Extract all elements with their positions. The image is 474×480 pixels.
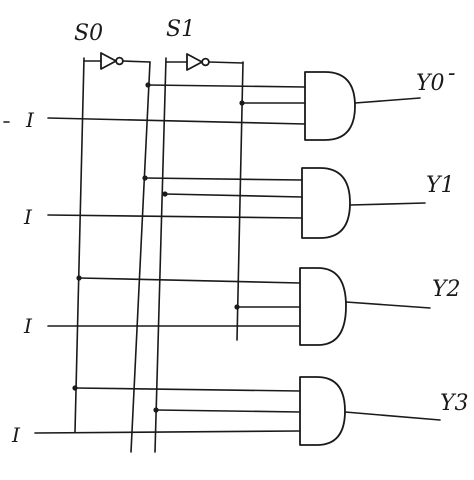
s0-line <box>74 57 85 433</box>
input-label-0: I <box>25 108 35 132</box>
output-label-0-mark: - <box>448 61 455 86</box>
s0-inverter <box>83 52 151 70</box>
and-gate-1 <box>47 167 426 239</box>
s1-bar-line <box>236 61 244 341</box>
output-label-3: Y3 <box>440 391 469 416</box>
output-label-2: Y2 <box>432 277 461 302</box>
output-label-0: Y0 <box>416 71 445 96</box>
and-gate-0 <box>47 71 421 141</box>
input-label-2: I <box>23 314 33 338</box>
and-gate-3 <box>34 376 441 446</box>
output-label-1: Y1 <box>426 173 455 198</box>
s1-line <box>154 57 167 453</box>
s1-label: S1 <box>166 17 195 42</box>
s0-label: S0 <box>74 21 103 46</box>
s1-inverter <box>165 53 244 71</box>
and-gate-2 <box>47 267 431 346</box>
input-label-1: I <box>23 205 33 229</box>
s0-bar-line <box>130 61 151 453</box>
input-label-3: I <box>11 423 21 447</box>
select-bus <box>74 57 244 453</box>
